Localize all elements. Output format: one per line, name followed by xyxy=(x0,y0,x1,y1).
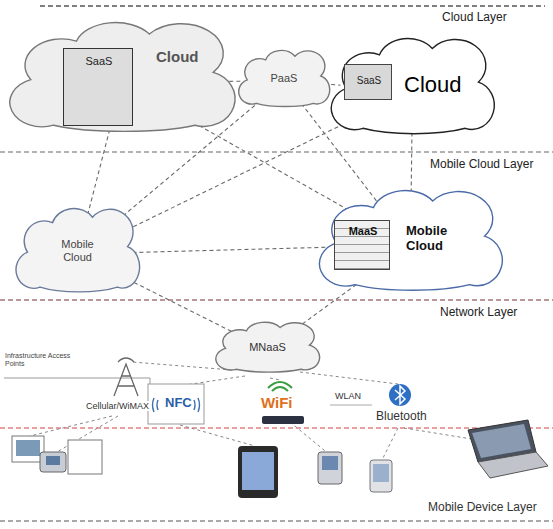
layer-label: Mobile Device Layer xyxy=(426,501,539,515)
dashed-link xyxy=(121,276,235,333)
layer-separator xyxy=(0,151,553,152)
cloud-shape xyxy=(331,39,494,134)
dashed-link xyxy=(122,118,357,233)
cloud-shape xyxy=(10,23,235,132)
node-text: Cloud xyxy=(404,72,461,97)
bluetooth-rune xyxy=(395,386,405,404)
layer-separator xyxy=(0,299,553,300)
layer-separator xyxy=(0,428,553,429)
node-text: PaaS xyxy=(271,72,298,85)
wlan-link xyxy=(330,405,372,406)
access-label: WLAN xyxy=(333,391,363,401)
cloud: SaaS Cloud xyxy=(330,38,495,143)
cloud-shape xyxy=(16,208,140,291)
paas-cloud: PaaS xyxy=(238,50,330,112)
cellular-tower xyxy=(114,358,138,396)
node-text: Cloud xyxy=(156,48,199,65)
node-text: SaaS xyxy=(86,55,113,68)
node-text: MNaaS xyxy=(249,341,286,354)
node-text: Mobile Cloud xyxy=(406,224,472,254)
group-label: Infrastructure Access Points xyxy=(3,352,85,368)
maas-server: MaaS xyxy=(334,220,390,270)
cloud-shape xyxy=(319,191,502,291)
access-label: WiFi xyxy=(259,394,295,411)
mnaas-cloud: MNaaS xyxy=(215,322,320,377)
mobile-cloud: MaaS Mobile Cloud xyxy=(318,190,503,300)
access-label: Bluetooth xyxy=(374,410,429,424)
cloud-shape xyxy=(239,50,330,106)
node-text: Mobile Cloud xyxy=(47,238,109,263)
wifi-symbol xyxy=(268,382,292,391)
node-text: MaaS xyxy=(349,225,378,238)
cloud-shape xyxy=(216,322,320,372)
node-text: SaaS xyxy=(357,75,381,87)
dashed-link xyxy=(187,119,354,214)
layer-separator xyxy=(0,520,553,521)
layer-label: Cloud Layer xyxy=(440,11,509,25)
dashed-link xyxy=(87,130,110,218)
dashed-link xyxy=(132,247,329,252)
saas-building: SaaS xyxy=(63,48,133,126)
access-label: Cellular/WiMAX xyxy=(84,401,151,411)
layer-label: Mobile Cloud Layer xyxy=(428,158,535,172)
nfc-box xyxy=(148,384,204,424)
mobile-cloud: Mobile Cloud xyxy=(15,208,140,300)
router xyxy=(262,416,304,424)
layer-separator xyxy=(40,5,545,7)
mobile-devices xyxy=(12,420,548,498)
bluetooth-icon xyxy=(389,384,411,406)
layer-label: Network Layer xyxy=(438,306,519,320)
bracket xyxy=(4,378,150,385)
access-label: NFC xyxy=(163,396,194,411)
cloud: SaaS Cloud xyxy=(8,22,236,142)
saas-server: SaaS xyxy=(344,64,392,100)
